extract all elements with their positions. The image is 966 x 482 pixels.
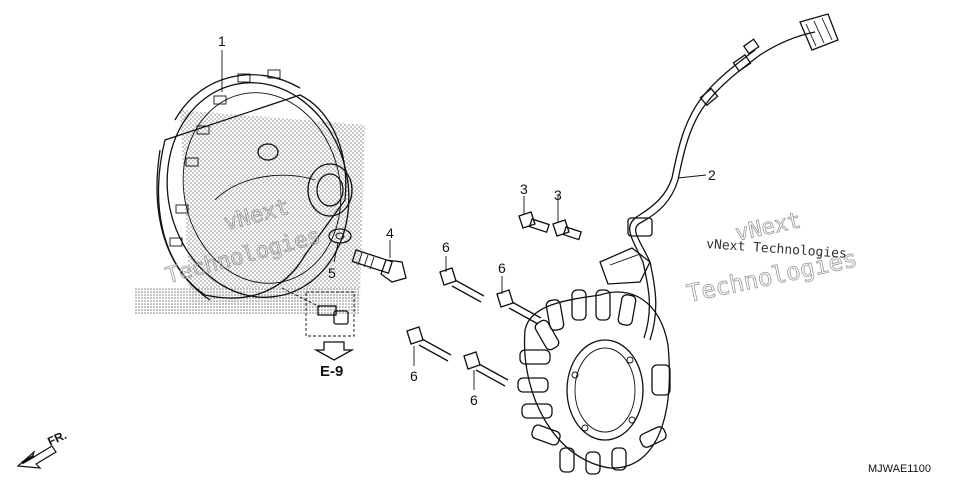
- direction-label: FR.: [45, 428, 68, 449]
- reference-bolt: [281, 287, 355, 361]
- callout-6-top-left: 6: [442, 239, 450, 255]
- callout-6-top-right: 6: [498, 260, 506, 276]
- diagram-code: MJWAE1100: [868, 463, 931, 475]
- wire-harness: [599, 13, 839, 341]
- watermark-band-left: [180, 110, 365, 305]
- callout-4: 4: [386, 225, 394, 241]
- callout-3-right: 3: [554, 187, 562, 203]
- stator-bolt-d: [463, 351, 509, 387]
- stator-cover-bolt-b: [552, 219, 583, 241]
- front-direction-arrow-icon: [16, 445, 57, 469]
- flywheel: [135, 69, 365, 314]
- callout-1: 1: [218, 33, 226, 49]
- callout-2: 2: [708, 167, 716, 183]
- callout-6-bottom-right: 6: [470, 392, 478, 408]
- callout-3-left: 3: [520, 181, 528, 197]
- flywheel-bolt: [351, 249, 407, 283]
- stator-bolt-c: [406, 326, 452, 362]
- watermark-right-small: vNext Technologies: [706, 237, 848, 262]
- leader-lines: [221, 50, 707, 390]
- callout-5: 5: [328, 265, 336, 281]
- stator-poles: [517, 289, 671, 475]
- stator-bolt-a: [439, 267, 485, 303]
- stator-bolt-b: [496, 289, 542, 325]
- washer: [328, 228, 352, 244]
- stator: [517, 289, 671, 475]
- reference-label: E-9: [320, 363, 343, 380]
- callout-6-bottom-left: 6: [410, 368, 418, 384]
- stator-cover-bolt-a: [518, 211, 550, 233]
- rim-slots: [169, 69, 281, 247]
